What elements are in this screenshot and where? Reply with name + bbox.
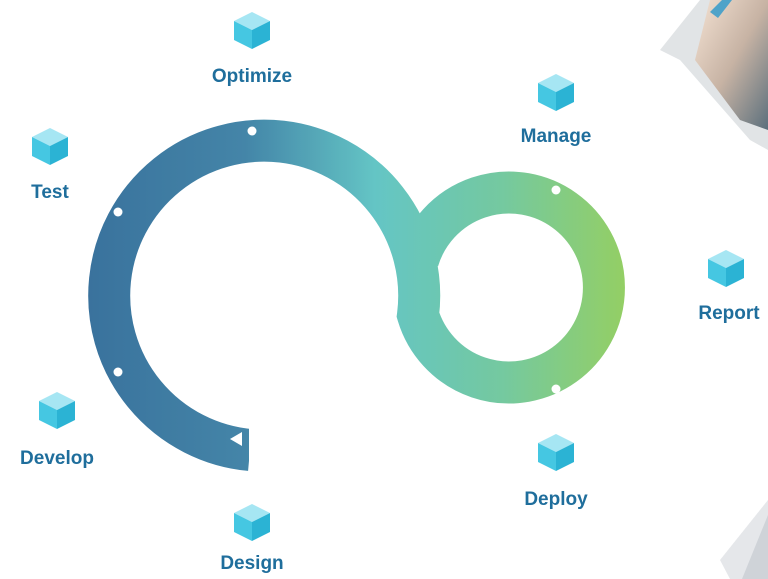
play-pause-marker-icon — [230, 428, 259, 468]
stage-label-develop: Develop — [20, 448, 94, 469]
cube-icon-deploy — [538, 434, 574, 471]
loop-nodes — [113, 126, 659, 394]
cube-icon-test — [32, 128, 68, 165]
loop-band — [88, 119, 625, 471]
node-dot-optimize — [247, 126, 257, 136]
node-dot-test — [113, 207, 123, 217]
node-dot-manage — [551, 185, 561, 195]
node-dot-develop — [113, 367, 123, 377]
stage-label-manage: Manage — [520, 126, 592, 147]
infinity-loop — [88, 119, 625, 471]
cube-icon-develop — [39, 392, 75, 429]
cube-icon-design — [234, 504, 270, 541]
stage-label-deploy: Deploy — [524, 489, 588, 510]
photo-fragment-bottom — [720, 500, 768, 579]
cube-icon-manage — [538, 74, 574, 111]
node-dot-deploy — [551, 384, 561, 394]
stage-label-design: Design — [220, 553, 284, 574]
stage-label-optimize: Optimize — [211, 66, 293, 87]
photo-fragment-top — [660, 0, 768, 150]
node-dot-report — [649, 285, 659, 295]
cube-icon-optimize — [234, 12, 270, 49]
cube-icon-report — [708, 250, 744, 287]
stage-label-report: Report — [698, 303, 760, 324]
stage-label-test: Test — [31, 182, 69, 203]
